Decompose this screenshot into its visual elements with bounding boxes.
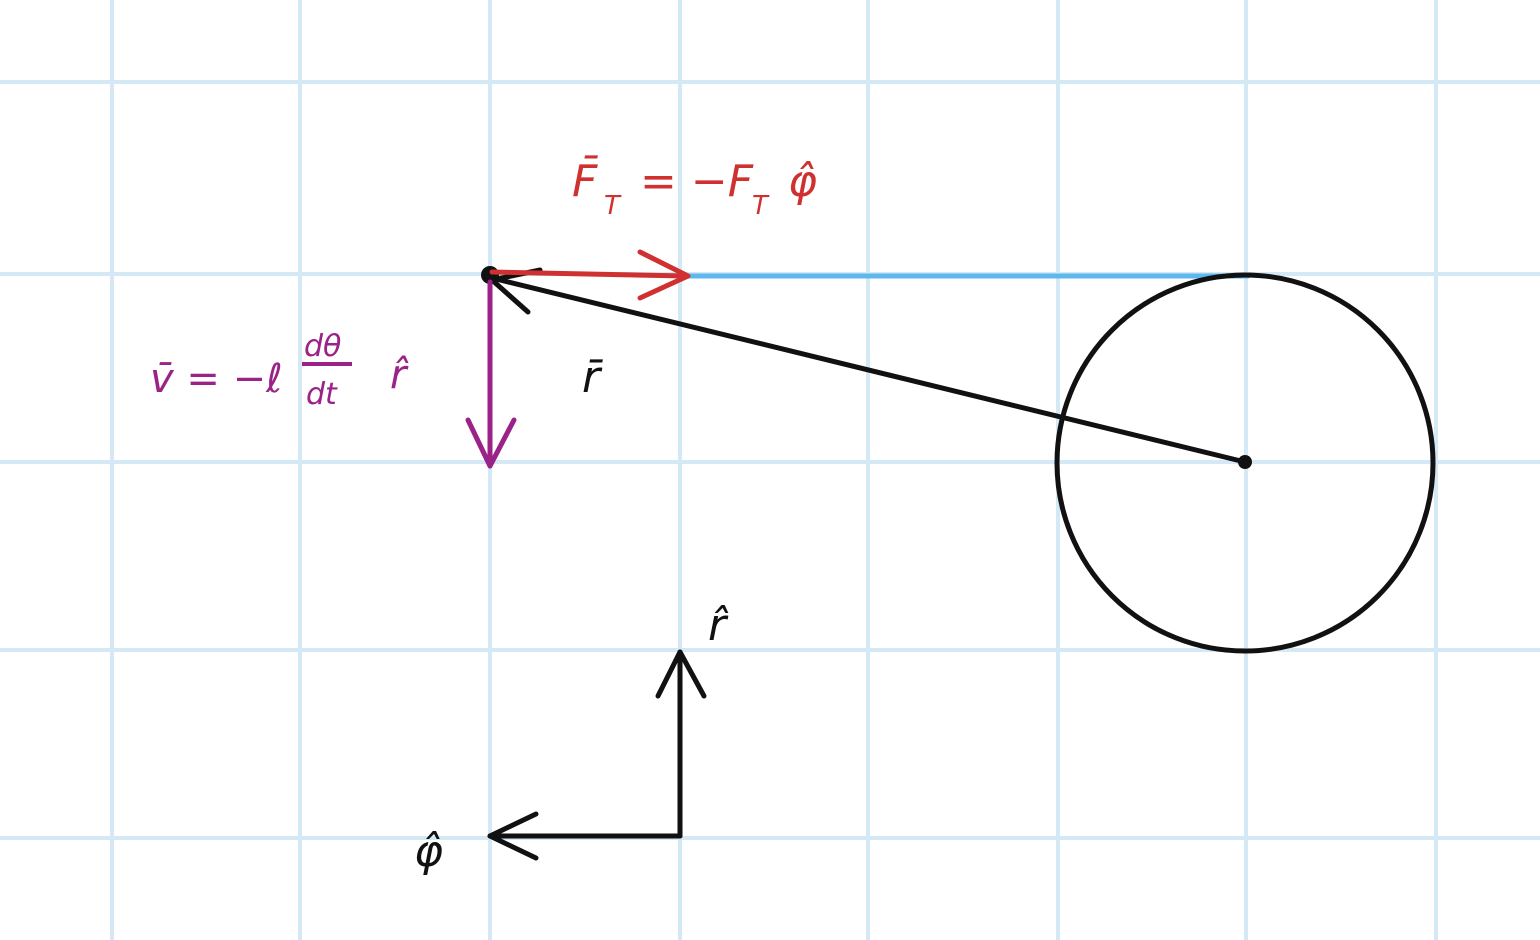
velocity-arrow xyxy=(465,279,517,469)
velocity-den: dt xyxy=(306,377,338,412)
velocity-unit: r̂ xyxy=(390,352,409,398)
r-vector-label: r̄ xyxy=(582,352,603,403)
r-hat-axis-arrow xyxy=(655,649,707,839)
tension-lhs-sub: T xyxy=(604,191,622,221)
tension-unit: φ̂ xyxy=(788,156,817,207)
r-hat-axis-label: r̂ xyxy=(708,600,729,651)
velocity-num: dθ xyxy=(304,329,341,364)
velocity-lhs: v̄ = −ℓ xyxy=(150,356,283,402)
phi-hat-axis-arrow xyxy=(487,811,683,861)
tension-rhs-sub: T xyxy=(752,191,770,221)
spool-circle xyxy=(1054,272,1436,654)
tension-force-arrow xyxy=(489,249,691,301)
tension-lhs: F̄ xyxy=(572,154,598,207)
tension-label: F̄ T = −F T φ̂ xyxy=(572,154,817,221)
phi-hat-axis-label: φ̂ xyxy=(414,826,443,877)
velocity-label: v̄ = −ℓ dθ dt r̂ xyxy=(150,329,409,412)
tension-eq: = −F xyxy=(640,156,754,207)
